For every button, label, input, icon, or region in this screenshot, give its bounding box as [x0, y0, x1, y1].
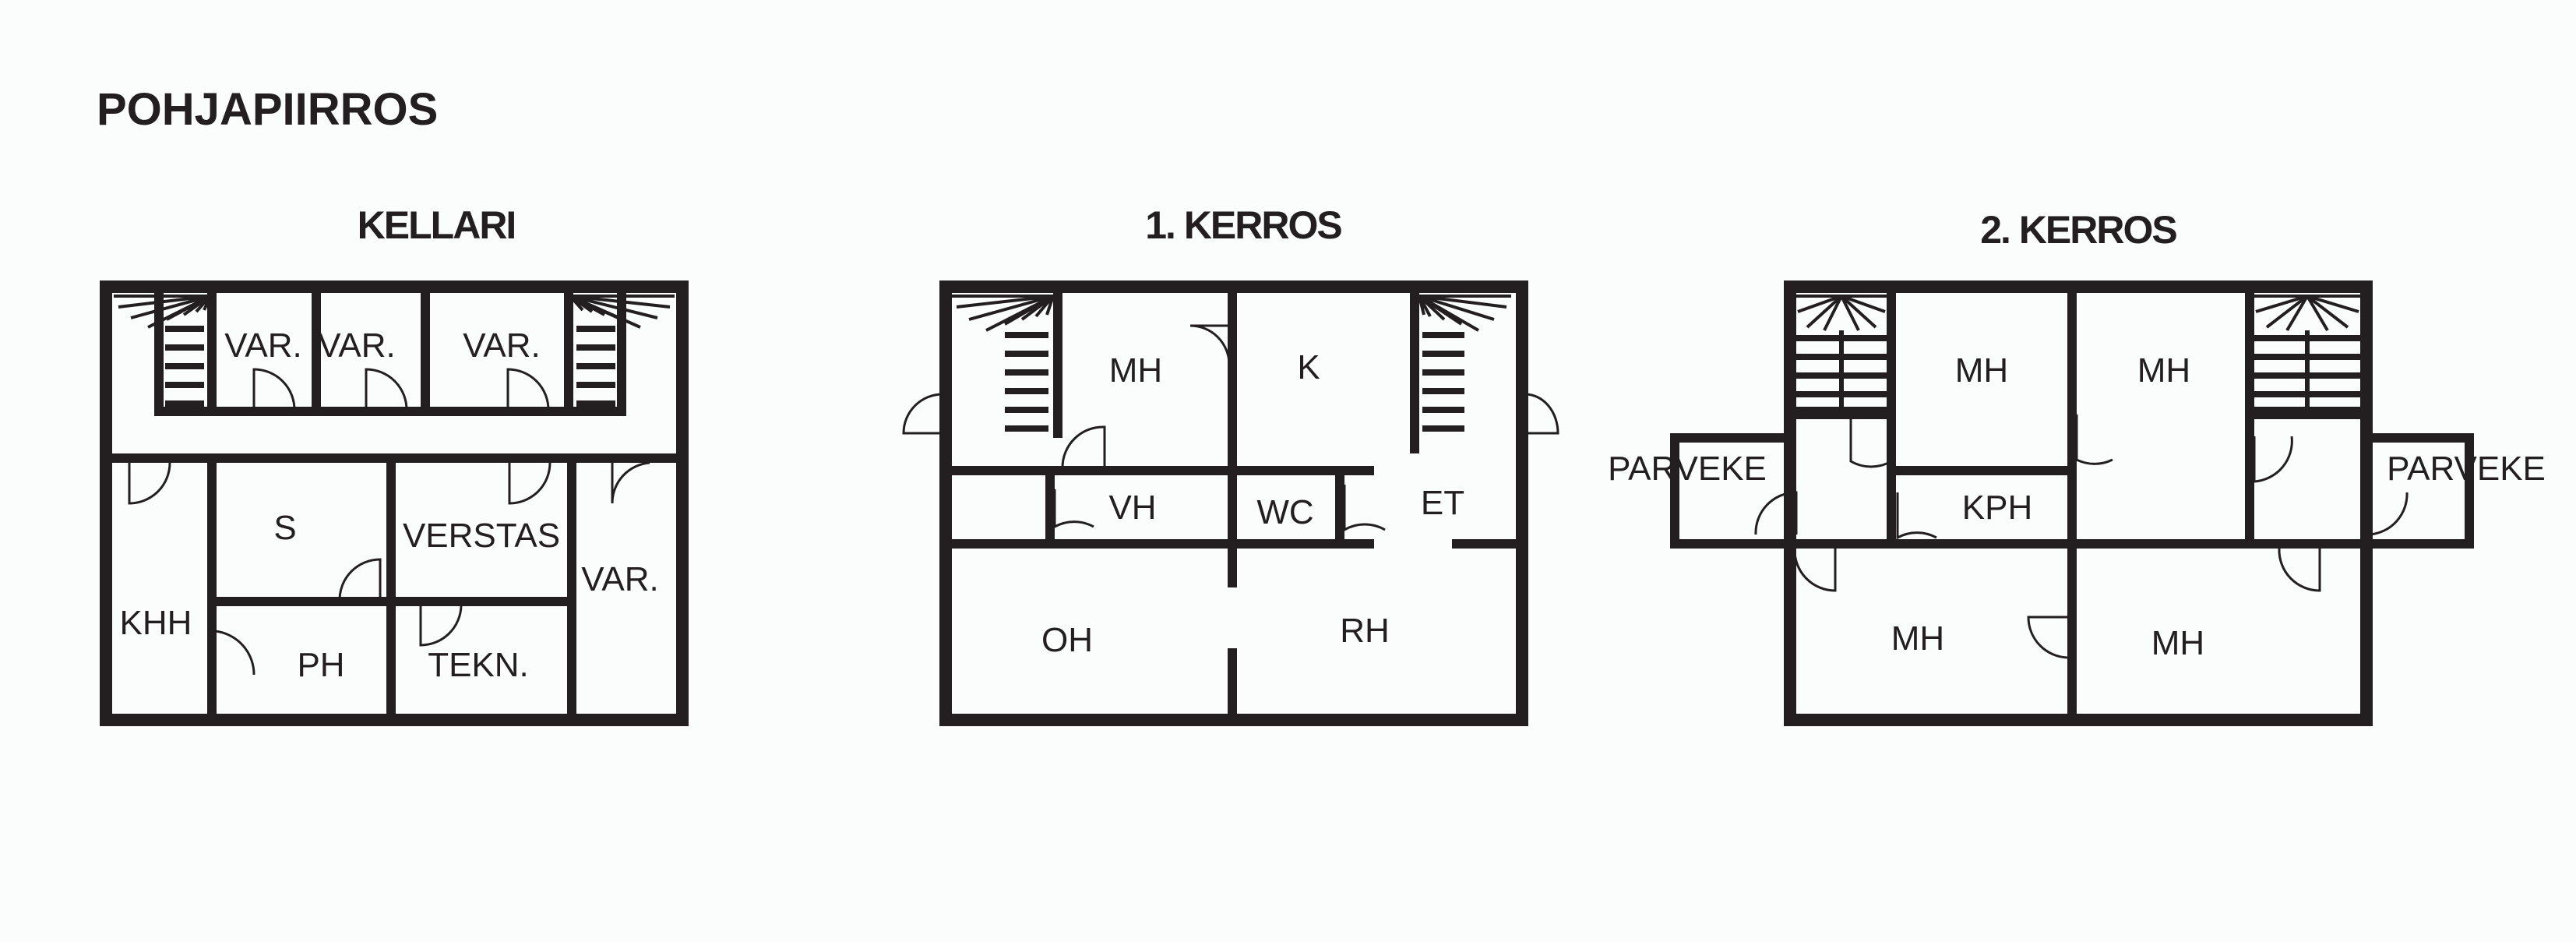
- room-mh-2: MH: [2137, 351, 2190, 390]
- room-var-4: VAR.: [581, 560, 658, 598]
- room-khh: KHH: [120, 604, 192, 642]
- room-rh: RH: [1340, 612, 1390, 650]
- room-vh: VH: [1108, 489, 1156, 527]
- room-wc: WC: [1256, 493, 1313, 531]
- room-k: K: [1297, 348, 1320, 386]
- room-var-2: VAR.: [318, 326, 395, 365]
- room-mh-4: MH: [2151, 624, 2204, 662]
- room-mh: MH: [1109, 351, 1162, 390]
- room-oh: OH: [1041, 621, 1093, 659]
- doors-kellari: [128, 368, 650, 676]
- room-verstas: VERSTAS: [403, 517, 560, 555]
- room-parveke-right: PARVEKE: [2387, 450, 2546, 488]
- stairs-kellari: [114, 295, 675, 407]
- room-parveke-left: PARVEKE: [1608, 450, 1767, 488]
- floor-kellari: KELLARI: [100, 203, 689, 726]
- room-var-3: VAR.: [463, 326, 540, 365]
- floor-title-2-kerros: 2. KERROS: [1980, 208, 2176, 252]
- stairs-1-kerros: [952, 295, 1511, 432]
- stairs-2-kerros: [1796, 295, 2360, 415]
- floor-1-kerros: 1. KERROS: [902, 203, 1559, 726]
- room-et: ET: [1421, 484, 1464, 522]
- room-tekn: TEKN.: [428, 646, 529, 684]
- walls-1-kerros: [939, 280, 1528, 726]
- room-kph: KPH: [1962, 489, 2032, 527]
- room-mh-3: MH: [1891, 619, 1944, 658]
- room-var-1: VAR.: [224, 326, 301, 365]
- walls-2-kerros: [1670, 280, 2474, 726]
- doors-2-kerros: [1754, 415, 2409, 659]
- floor-title-1-kerros: 1. KERROS: [1145, 203, 1341, 247]
- floor-2-kerros: 2. KERROS: [1608, 208, 2546, 726]
- room-s: S: [273, 509, 296, 547]
- room-ph: PH: [297, 646, 344, 684]
- room-mh-1: MH: [1955, 351, 2008, 390]
- floor-title-kellari: KELLARI: [358, 203, 516, 247]
- page-title: POHJAPIIRROS: [97, 84, 438, 135]
- doors-1-kerros: [902, 324, 1559, 532]
- walls-kellari: [100, 280, 689, 726]
